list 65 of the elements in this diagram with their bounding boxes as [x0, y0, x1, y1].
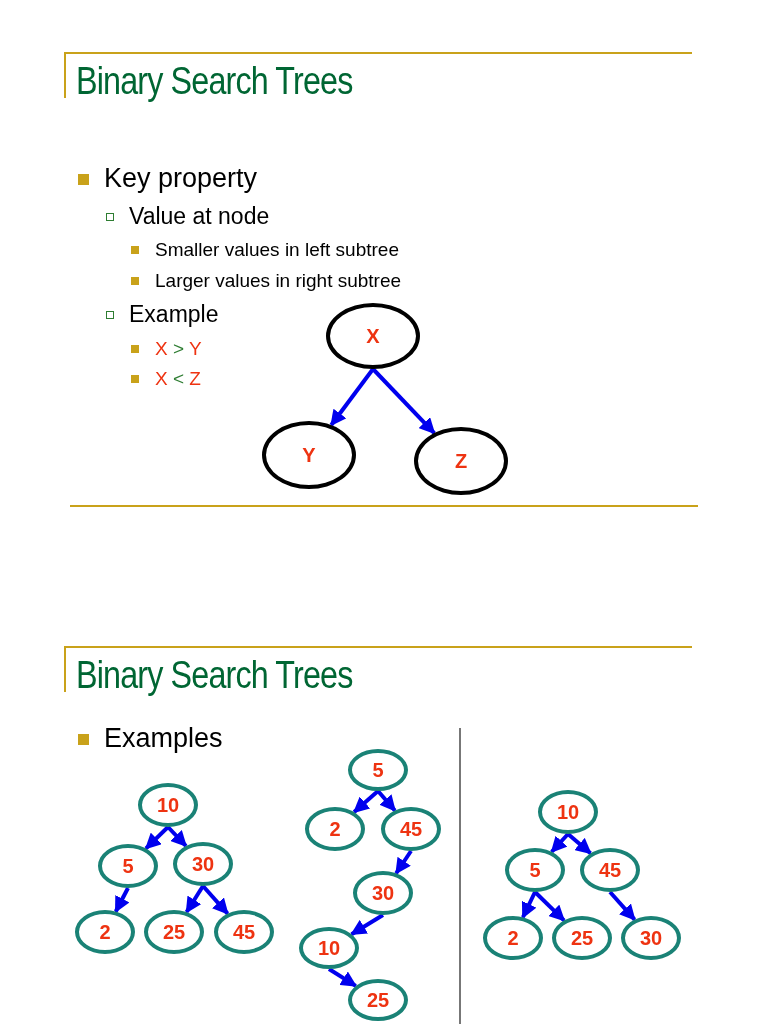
- tree-node: [353, 871, 413, 915]
- tree-node: [75, 910, 135, 954]
- arrow: [184, 884, 205, 914]
- node-value: 5: [372, 760, 384, 780]
- node-value: 45: [232, 922, 256, 942]
- arrow: [376, 789, 397, 812]
- bullet-text: Value at node: [129, 202, 270, 231]
- tree-node: [144, 910, 204, 954]
- node-value: 25: [570, 928, 594, 948]
- tree-node: [483, 916, 543, 960]
- node-value: 10: [156, 795, 180, 815]
- bullet-text: Example: [129, 300, 219, 329]
- node-value: 30: [639, 928, 663, 948]
- node-value: 30: [371, 883, 395, 903]
- node-value: 25: [366, 990, 390, 1010]
- node-value: 5: [122, 856, 134, 876]
- arrow: [533, 890, 566, 922]
- slide-title: Binary Search Trees: [76, 59, 353, 104]
- arrow: [371, 367, 436, 435]
- tree-node: [580, 848, 640, 892]
- node-value: 30: [191, 854, 215, 874]
- arrow: [201, 884, 230, 915]
- arrow: [394, 849, 413, 875]
- node-value: 25: [162, 922, 186, 942]
- arrow: [166, 825, 188, 848]
- arrow: [608, 890, 637, 921]
- arrow: [350, 913, 385, 936]
- bullet-text: Examples: [104, 722, 223, 755]
- slide-title: Binary Search Trees: [76, 653, 353, 698]
- node-value: Y: [302, 445, 316, 465]
- tree-node: [173, 842, 233, 886]
- tree-node: [348, 979, 408, 1021]
- tree-node: [138, 783, 198, 827]
- node-value: 5: [529, 860, 541, 880]
- bullet-text: X > Y: [155, 337, 202, 361]
- tree-node: [98, 844, 158, 888]
- node-value: 2: [507, 928, 519, 948]
- node-value: Z: [454, 451, 468, 471]
- tree-node: [552, 916, 612, 960]
- arrow: [550, 832, 570, 854]
- node-value: 45: [399, 819, 423, 839]
- tree-node: [299, 927, 359, 969]
- tree-node: [214, 910, 274, 954]
- node-value: 2: [99, 922, 111, 942]
- tree-node: [538, 790, 598, 834]
- tree-node: [621, 916, 681, 960]
- node-value: 2: [329, 819, 341, 839]
- node-value: 10: [556, 802, 580, 822]
- tree-node: [305, 807, 365, 851]
- node-value: 10: [317, 938, 341, 958]
- arrow: [352, 789, 380, 814]
- bullet-text: X < Z: [155, 367, 201, 391]
- node-value: 45: [598, 860, 622, 880]
- bullet-text: Larger values in right subtree: [155, 269, 402, 293]
- arrow: [327, 967, 358, 988]
- arrow: [566, 832, 592, 855]
- bullet-text: Smaller values in left subtree: [155, 238, 399, 262]
- arrow: [144, 825, 170, 850]
- bullet-text: Key property: [104, 162, 258, 195]
- arrow: [521, 891, 537, 919]
- tree-node: [505, 848, 565, 892]
- arrow: [113, 887, 130, 913]
- node-value: X: [366, 326, 380, 346]
- tree-node: [381, 807, 441, 851]
- tree-node: [348, 749, 408, 791]
